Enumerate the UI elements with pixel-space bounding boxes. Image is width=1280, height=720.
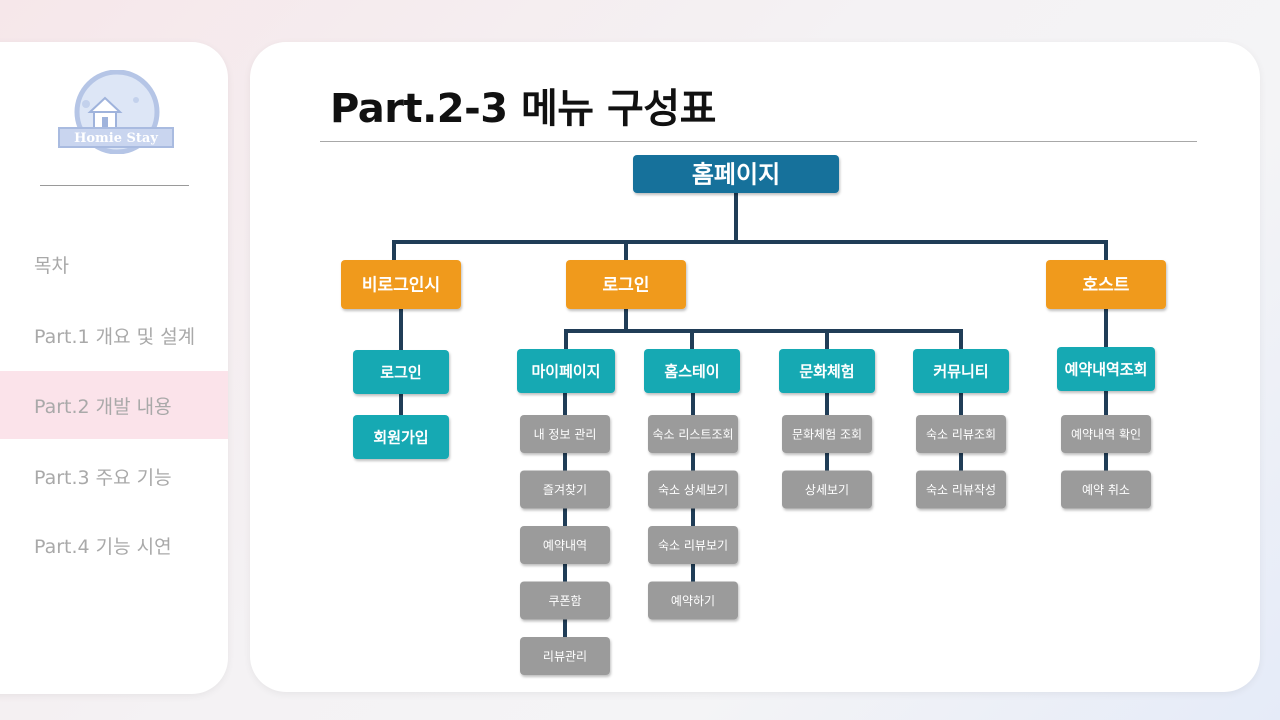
leaf-node-box <box>1061 415 1151 453</box>
leaf-node-box <box>648 470 738 509</box>
leaf-node-label: 문화체험 조회 <box>792 427 862 441</box>
sidebar-item-part3[interactable]: Part.3 주요 기능 <box>0 442 228 510</box>
level2-node-box <box>913 349 1009 393</box>
leaf-node-box <box>648 526 738 564</box>
leaf-node[interactable]: 내 정보 관리 <box>520 415 610 453</box>
page-title: Part.2-3 메뉴 구성표 <box>330 86 716 132</box>
leaf-node-label: 숙소 리뷰조회 <box>926 427 996 441</box>
level2-node[interactable]: 예약내역조회 <box>1057 347 1155 391</box>
sidebar-item-label: Part.3 주요 기능 <box>34 466 172 489</box>
level2-node-label: 회원가입 <box>373 428 428 446</box>
level1-node[interactable]: 로그인 <box>566 260 686 309</box>
leaf-node-label: 예약내역 확인 <box>1071 426 1141 441</box>
sidebar-item-part2[interactable]: Part.2 개발 내용 <box>0 371 228 439</box>
sidebar-item-label: Part.1 개요 및 설계 <box>34 325 196 348</box>
leaf-node[interactable]: 숙소 상세보기 <box>648 470 738 509</box>
level2-bus <box>564 329 963 350</box>
leaf-node[interactable]: 숙소 리뷰조회 <box>916 415 1006 453</box>
leaf-node-label: 쿠폰함 <box>548 594 581 608</box>
leaf-node[interactable]: 예약내역 확인 <box>1061 415 1151 453</box>
leaf-node-label: 숙소 상세보기 <box>658 483 728 497</box>
leaf-node[interactable]: 즐겨찾기 <box>520 470 610 509</box>
root-node-homepage-label: 홈페이지 <box>692 161 780 189</box>
level2-node[interactable]: 마이페이지 <box>517 349 615 393</box>
root-node-homepage[interactable]: 홈페이지 <box>633 155 839 193</box>
level2-node-label: 로그인 <box>380 363 421 381</box>
leaf-node-label: 내 정보 관리 <box>534 427 597 441</box>
leaf-node-label: 숙소 리뷰작성 <box>926 483 996 497</box>
leaf-node-label: 상세보기 <box>805 483 849 497</box>
leaf-node[interactable]: 예약하기 <box>648 581 738 620</box>
level2-node[interactable]: 커뮤니티 <box>913 349 1009 393</box>
title-divider <box>320 141 1197 142</box>
level2-node-box <box>644 349 740 393</box>
level2-node[interactable]: 회원가입 <box>353 415 449 459</box>
leaf-node[interactable]: 리뷰관리 <box>520 637 610 675</box>
leaf-node-label: 예약내역 <box>543 537 587 552</box>
sidebar-item-part1[interactable]: Part.1 개요 및 설계 <box>0 301 228 369</box>
leaf-node[interactable]: 숙소 리스트조회 <box>648 415 738 453</box>
level2-node-label: 문화체험 <box>799 362 854 380</box>
leaf-node[interactable]: 숙소 리뷰보기 <box>648 526 738 564</box>
logo-text: Homie Stay <box>74 131 158 146</box>
leaf-node-label: 예약 취소 <box>1082 482 1130 497</box>
level2-node-box <box>353 415 449 459</box>
leaf-node-box <box>1061 470 1151 509</box>
leaf-node[interactable]: 숙소 리뷰작성 <box>916 470 1006 509</box>
level1-node-box <box>566 260 686 309</box>
level1-node[interactable]: 호스트 <box>1046 260 1166 309</box>
level2-node-label: 예약내역조회 <box>1065 360 1148 378</box>
sidebar-item-toc[interactable]: 목차 <box>0 230 228 298</box>
leaf-node-box <box>520 581 610 620</box>
level1-node-label: 비로그인시 <box>362 276 440 296</box>
leaf-node-label: 숙소 리스트조회 <box>652 427 733 441</box>
leaf-node-label: 즐겨찾기 <box>543 483 587 497</box>
level1-node-box <box>341 260 461 309</box>
level1-node-box <box>1046 260 1166 309</box>
level2-node-label: 커뮤니티 <box>933 362 988 380</box>
leaf-node-box <box>916 470 1006 509</box>
root-node-homepage-box <box>633 155 839 193</box>
level2-node[interactable]: 문화체험 <box>779 349 875 393</box>
level2-node[interactable]: 로그인 <box>353 350 449 394</box>
level2-node-box <box>353 350 449 394</box>
sidebar-item-part4[interactable]: Part.4 기능 시연 <box>0 511 228 579</box>
leaf-node[interactable]: 문화체험 조회 <box>782 415 872 453</box>
leaf-node-box <box>520 415 610 453</box>
leaf-node-label: 숙소 리뷰보기 <box>658 538 728 552</box>
level1-node-label: 로그인 <box>603 276 650 296</box>
level2-node-box <box>1057 347 1155 391</box>
sidebar-item-label: Part.2 개발 내용 <box>34 395 172 418</box>
leaf-node-box <box>782 470 872 509</box>
sidebar-divider <box>40 185 189 186</box>
leaf-node[interactable]: 쿠폰함 <box>520 581 610 620</box>
leaf-node-label: 리뷰관리 <box>543 649 587 663</box>
leaf-node[interactable]: 상세보기 <box>782 470 872 509</box>
leaf-node-box <box>520 637 610 675</box>
level1-node-label: 호스트 <box>1083 276 1130 296</box>
homie-stay-logo: Homie Stay <box>58 70 174 154</box>
leaf-node-box <box>648 581 738 620</box>
level2-node-box <box>779 349 875 393</box>
leaf-node-label: 예약하기 <box>671 593 715 608</box>
sidebar-item-label: 목차 <box>34 254 69 277</box>
leaf-node-box <box>648 415 738 453</box>
leaf-node[interactable]: 예약 취소 <box>1061 470 1151 509</box>
level2-node-label: 홈스테이 <box>664 362 719 380</box>
level1-node[interactable]: 비로그인시 <box>341 260 461 309</box>
sidebar-item-label: Part.4 기능 시연 <box>34 535 172 558</box>
leaf-node-box <box>916 415 1006 453</box>
level2-node-box <box>517 349 615 393</box>
level2-node-label: 마이페이지 <box>531 362 600 380</box>
leaf-node[interactable]: 예약내역 <box>520 526 610 564</box>
leaf-node-box <box>520 470 610 509</box>
level2-node[interactable]: 홈스테이 <box>644 349 740 393</box>
leaf-node-box <box>520 526 610 564</box>
level1-bus <box>392 240 1108 260</box>
leaf-node-box <box>782 415 872 453</box>
